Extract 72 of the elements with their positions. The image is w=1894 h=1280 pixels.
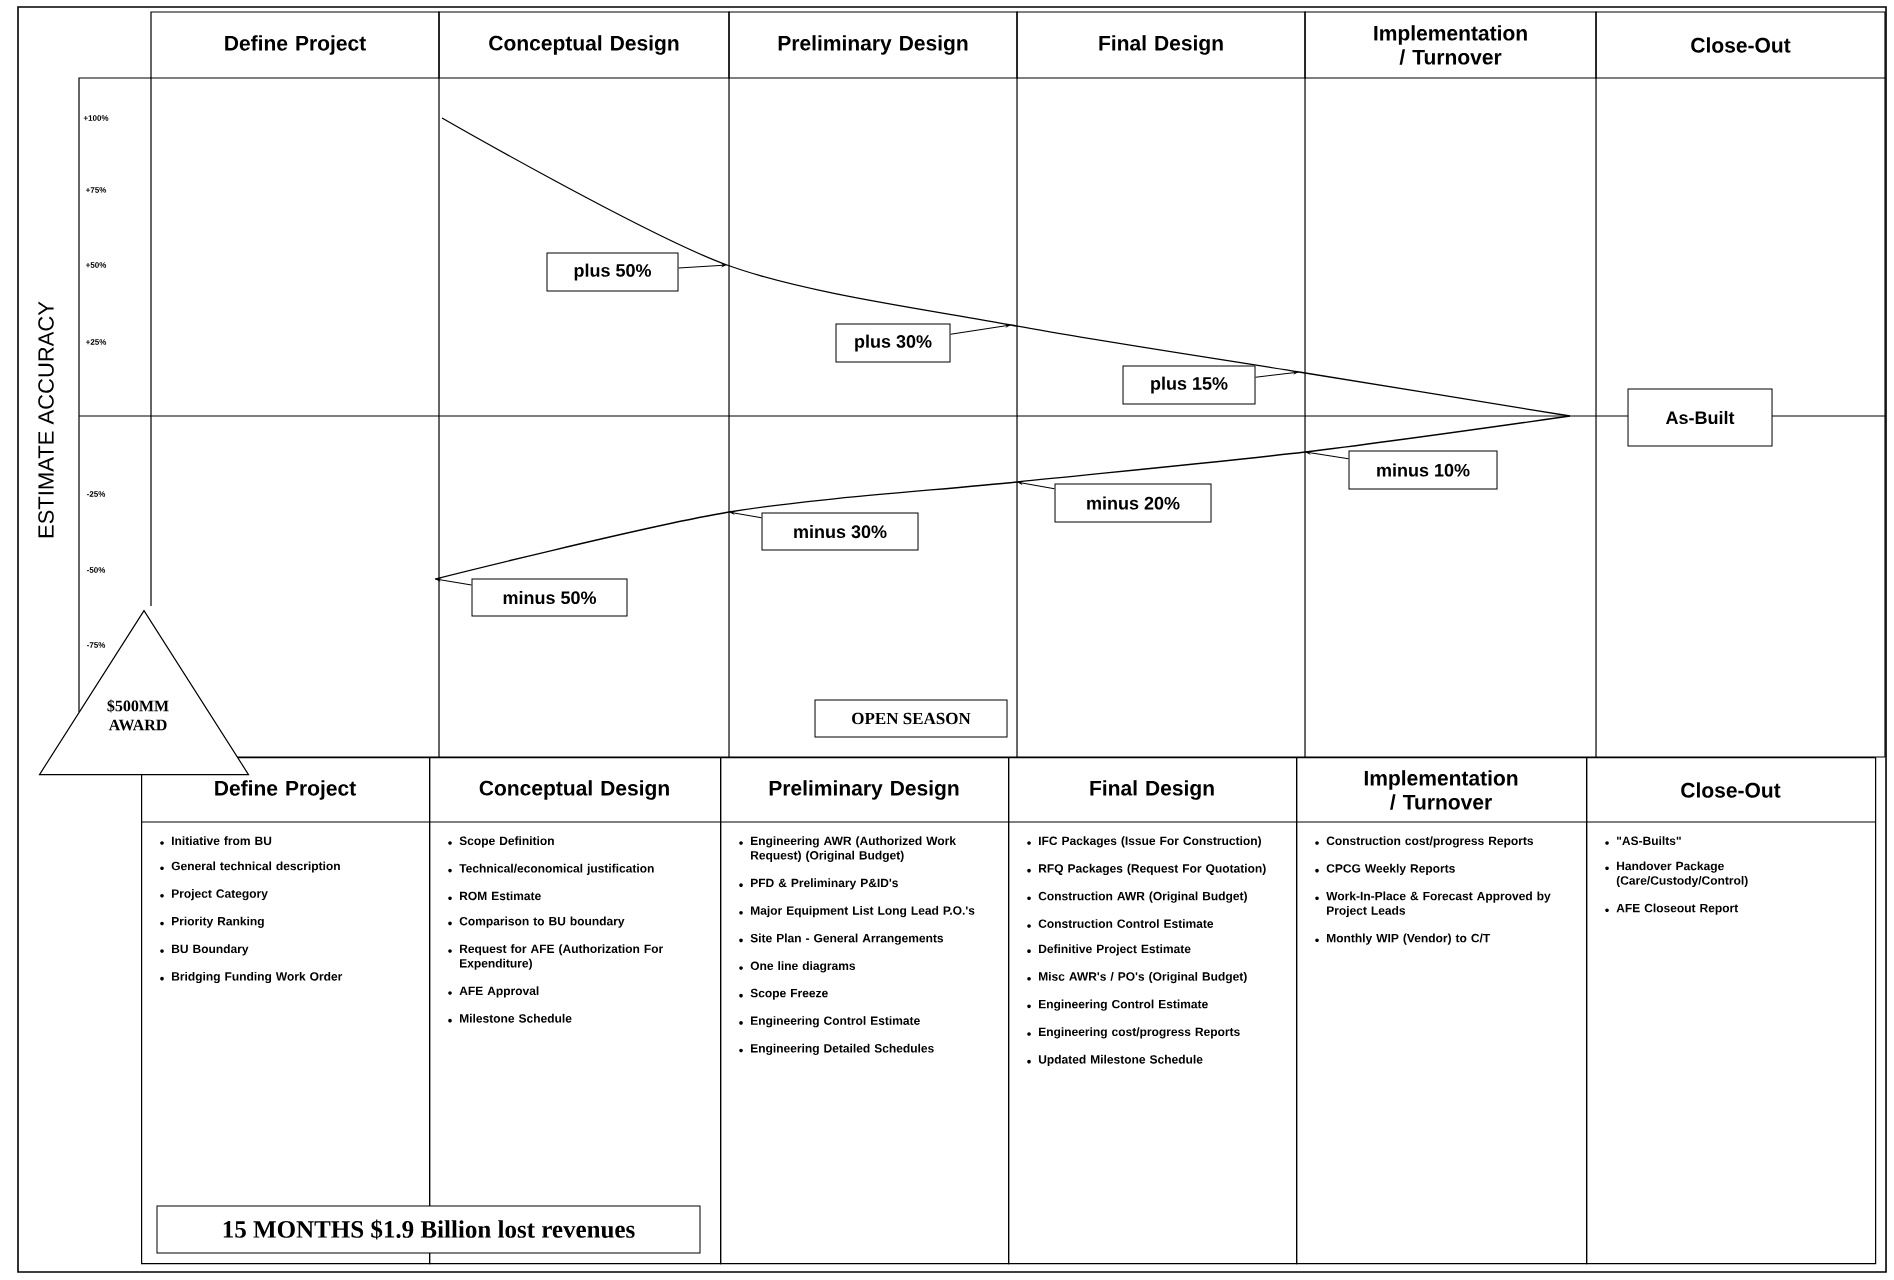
list-item: Construction Control Estimate xyxy=(1027,919,1214,928)
phase-header: Conceptual Design xyxy=(438,11,730,79)
percent-callout: plus 50% xyxy=(546,252,679,292)
list-item: Priority Ranking xyxy=(160,916,264,928)
list-item: Initiative from BU xyxy=(160,836,272,845)
list-item: Milestone Schedule xyxy=(448,1013,572,1023)
list-item: "AS-Builts" xyxy=(1605,836,1681,845)
list-item: Monthly WIP (Vendor) to C/T xyxy=(1315,933,1491,945)
list-item: Site Plan - General Arrangements xyxy=(739,933,944,945)
revenue-loss-box: 15 MONTHS $1.9 Billion lost revenues xyxy=(156,1205,701,1254)
list-item: Comparison to BU boundary xyxy=(448,916,625,928)
list-item: Engineering Control Estimate xyxy=(739,1016,920,1028)
leader-line xyxy=(1018,481,1055,490)
list-item: Bridging Funding Work Order xyxy=(160,971,343,984)
leader-line xyxy=(1255,371,1298,378)
tick-label: +50% xyxy=(86,262,107,268)
leader-line xyxy=(730,511,762,519)
tick-label: -25% xyxy=(87,491,106,497)
percent-callout: minus 10% xyxy=(1348,450,1498,490)
tick-label: +100% xyxy=(83,115,109,121)
list-item: One line diagrams xyxy=(739,961,856,973)
phase-header: Preliminary Design xyxy=(728,11,1018,79)
phase-header: Define Project xyxy=(150,11,440,79)
axis-label: ESTIMATE ACCURACY xyxy=(38,301,54,538)
percent-callout: minus 30% xyxy=(761,512,919,551)
list-item: Project Category xyxy=(160,889,268,901)
list-item: Engineering Detailed Schedules xyxy=(739,1043,934,1055)
list-item: Updated Milestone Schedule xyxy=(1027,1054,1203,1067)
tick-label: +25% xyxy=(86,339,107,345)
percent-callout: plus 15% xyxy=(1122,365,1256,405)
tick-label: -50% xyxy=(87,567,106,573)
list-item: Work-In-Place & Forecast Approved by Project Leads xyxy=(1315,891,1551,918)
list-item: Handover Package (Care/Custody/Control) xyxy=(1605,861,1748,888)
list-item: PFD & Preliminary P&ID's xyxy=(739,878,898,890)
list-item: Scope Definition xyxy=(448,836,554,848)
leader-line xyxy=(436,578,472,586)
tick-label: +75% xyxy=(86,187,107,193)
list-item: Engineering AWR (Authorized Work Request) (Original Budget) xyxy=(739,836,956,862)
list-item: Scope Freeze xyxy=(739,988,828,1000)
leader-line xyxy=(678,263,726,269)
list-item: Engineering cost/progress Reports xyxy=(1027,1027,1240,1039)
list-item: Definitive Project Estimate xyxy=(1027,944,1191,956)
list-item: AFE Approval xyxy=(448,986,539,998)
phase-header: Close-Out xyxy=(1595,11,1886,79)
as-built-box: As-Built xyxy=(1627,388,1773,447)
tick-label: -75% xyxy=(87,642,106,648)
list-item: Technical/economical justification xyxy=(448,863,654,875)
percent-callout: minus 50% xyxy=(471,578,628,617)
list-item: AFE Closeout Report xyxy=(1605,903,1739,915)
leader-line xyxy=(1306,451,1349,460)
list-item: General technical description xyxy=(160,861,340,873)
list-item: Construction cost/progress Reports xyxy=(1315,836,1534,848)
list-item: Request for AFE (Authorization For Expenditure) xyxy=(448,944,663,970)
list-item: IFC Packages (Issue For Construction) xyxy=(1027,836,1261,848)
phase-column: Close-Out "AS-Builts" Handover Package (Care/Custody/Control) AFE Closeout Report xyxy=(1585,757,1877,1265)
list-item: RFQ Packages (Request For Quotation) xyxy=(1027,863,1266,876)
phase-column: Final Design IFC Packages (Issue For Construction) RFQ Packages (Request For Quotation) Construction AWR (Original Budget) Construction Control Estimate Definitive Project Estimate Misc AWR's / PO's (Original Budget) Engineering Control Estimate Engineering cost/progress Reports Updated Milestone Schedule xyxy=(1007,757,1298,1265)
list-item: Major Equipment List Long Lead P.O.'s xyxy=(739,905,975,918)
list-item: Construction AWR (Original Budget) xyxy=(1027,891,1247,903)
list-item: ROM Estimate xyxy=(448,891,541,901)
phase-header: Final Design xyxy=(1016,11,1306,79)
phase-header: Implementation / Turnover xyxy=(1304,11,1597,79)
list-item: CPCG Weekly Reports xyxy=(1315,863,1455,876)
phase-column: Implementation / Turnover Construction cost/progress Reports CPCG Weekly Reports Work-In-Place & Forecast Approved by Project Leads Monthly WIP (Vendor) to C/T xyxy=(1295,757,1588,1265)
season-box: OPEN SEASON xyxy=(814,699,1008,738)
list-item: BU Boundary xyxy=(160,944,249,956)
list-item: Engineering Control Estimate xyxy=(1027,999,1208,1011)
phase-column: Preliminary Design Engineering AWR (Authorized Work Request) (Original Budget) PFD & Preliminary P&ID's Major Equipment List Long Lead P.O.'s Site Plan - General Arrangements One line diagrams Scope Freeze Engineering Control Estimate Engineering Detailed Schedules xyxy=(719,757,1010,1265)
percent-callout: minus 20% xyxy=(1054,483,1212,523)
leader-line xyxy=(950,324,1010,335)
list-item: Misc AWR's / PO's (Original Budget) xyxy=(1027,971,1247,984)
percent-callout: plus 30% xyxy=(835,323,951,363)
